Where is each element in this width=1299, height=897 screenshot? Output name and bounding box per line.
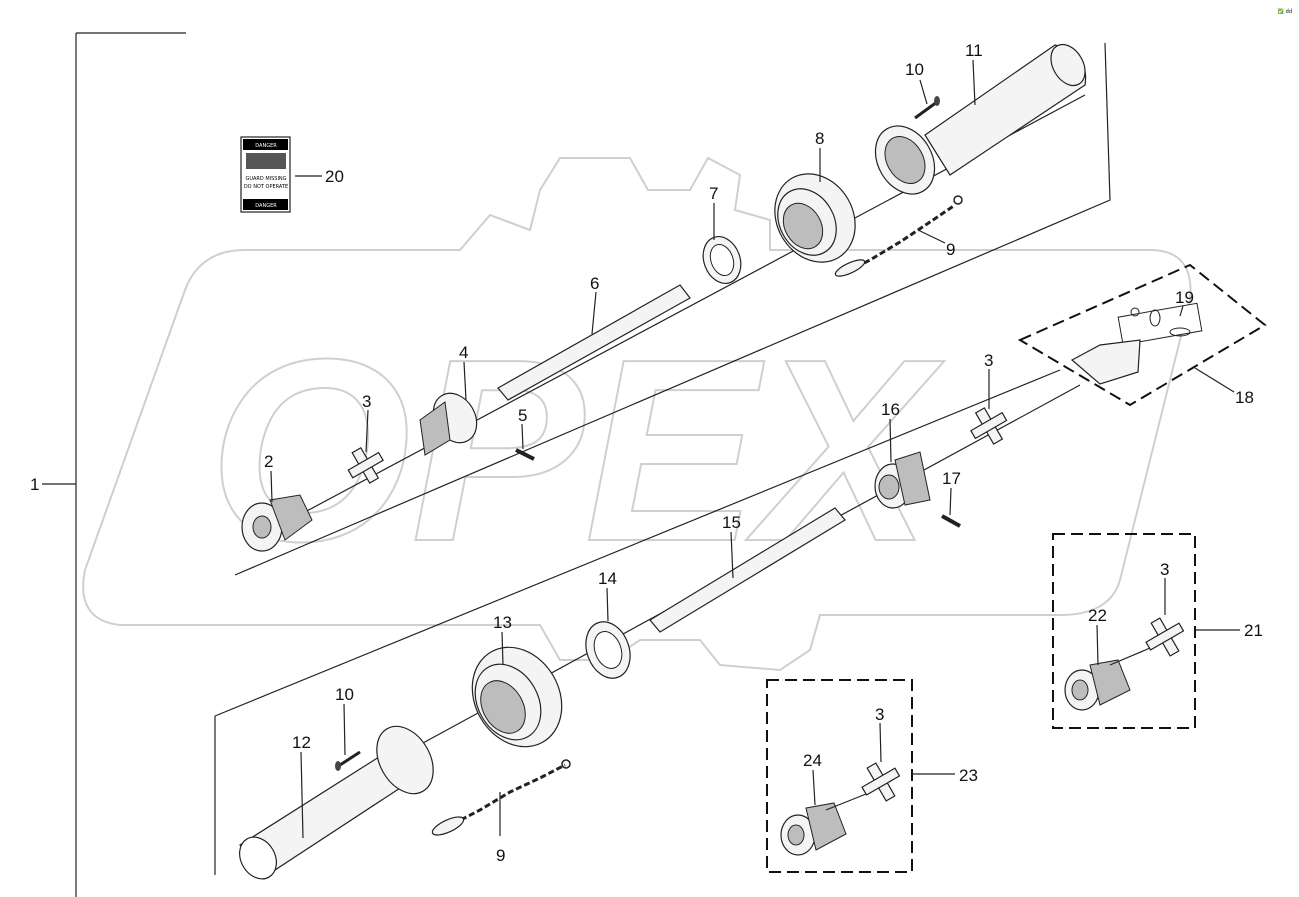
cross-kit-2 <box>970 407 1008 445</box>
danger-decal: DANGER GUARD MISSING DO NOT OPERATE DANG… <box>240 136 291 213</box>
corner-code: ✅ ḋḋ <box>1278 8 1292 15</box>
assembly-bracket <box>42 32 186 897</box>
decal-bottom: DANGER <box>255 203 277 209</box>
bearing-ring-lower <box>585 621 631 679</box>
callout-8: 8 <box>815 129 824 148</box>
decal-mid2: DO NOT OPERATE <box>244 184 288 190</box>
callout-11: 11 <box>965 41 983 60</box>
safety-chain-upper <box>834 195 963 277</box>
callout-3c: 3 <box>1160 560 1169 579</box>
callout-4: 4 <box>459 343 468 362</box>
callout-2: 2 <box>264 452 273 471</box>
callout-14: 14 <box>598 569 617 588</box>
callout-10b: 10 <box>335 685 354 704</box>
outer-guard-tube <box>924 43 1087 176</box>
guard-cone-upper <box>874 125 936 195</box>
outer-yoke-upper <box>241 494 313 552</box>
yoke-kit-23 <box>766 679 913 873</box>
spring-pin-lower <box>941 514 961 528</box>
profile-tube-lower <box>649 507 846 633</box>
callout-7: 7 <box>709 184 718 203</box>
callout-10a: 10 <box>905 60 924 79</box>
screw-lower <box>335 750 361 771</box>
cross-kit-1 <box>347 446 384 484</box>
callout-22: 22 <box>1088 606 1107 625</box>
callout-3b: 3 <box>984 351 993 370</box>
safety-chain-lower <box>431 759 571 836</box>
watermark-logo: OPEX <box>82 156 1192 672</box>
callout-18: 18 <box>1235 388 1254 407</box>
guard-bellows-upper <box>774 173 856 263</box>
callout-23: 23 <box>959 766 978 785</box>
callout-17: 17 <box>942 469 961 488</box>
callout-20: 20 <box>325 167 344 186</box>
decal-top: DANGER <box>255 143 277 149</box>
callout-6: 6 <box>590 274 599 293</box>
leader-lines <box>270 59 1240 839</box>
callout-16: 16 <box>881 400 900 419</box>
inner-yoke-lower <box>874 451 931 509</box>
callout-9b: 9 <box>496 846 505 865</box>
inner-yoke-upper <box>419 392 478 456</box>
callout-13: 13 <box>493 613 512 632</box>
callout-19: 19 <box>1175 288 1194 307</box>
callout-3a: 3 <box>362 392 371 411</box>
yoke-kit-21 <box>1052 533 1196 729</box>
callout-15: 15 <box>722 513 741 532</box>
callout-21: 21 <box>1244 621 1263 640</box>
clutch-kit-upper <box>1017 263 1267 407</box>
upper-assembly-outline <box>234 42 1111 576</box>
decal-mid1: GUARD MISSING <box>245 176 286 182</box>
callout-24: 24 <box>803 751 822 770</box>
profile-tube-upper <box>497 284 691 401</box>
callout-3d: 3 <box>875 705 884 724</box>
spring-pin-upper <box>515 448 535 461</box>
callout-5: 5 <box>518 406 527 425</box>
callout-1: 1 <box>30 475 39 494</box>
outer-guard-tube-lower <box>238 725 434 880</box>
callout-12: 12 <box>292 733 311 752</box>
guard-bellows-lower <box>471 646 563 748</box>
callout-9a: 9 <box>946 240 955 259</box>
screw-upper <box>914 96 940 120</box>
